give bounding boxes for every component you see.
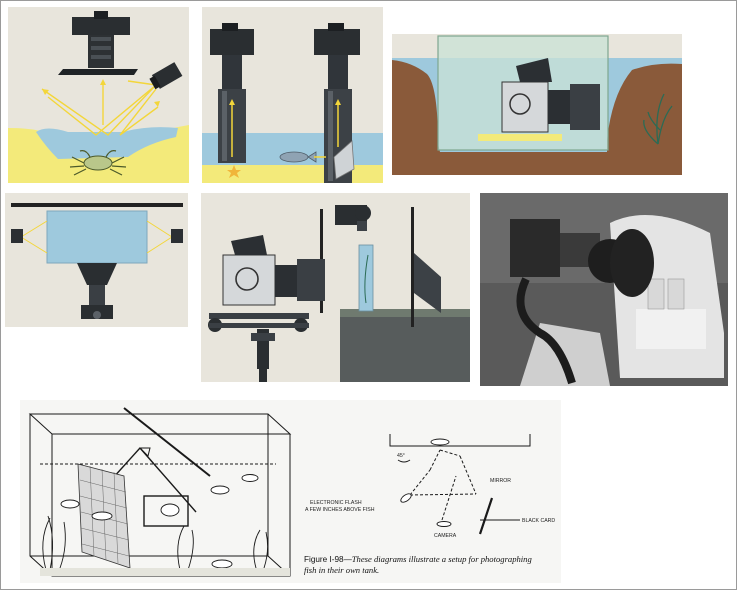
figure-caption-line2: fish in their own tank. — [304, 565, 379, 575]
frame-icon — [143, 495, 189, 527]
flash-icon — [400, 493, 412, 503]
starfish-icon — [227, 165, 241, 178]
flash-icon — [171, 229, 183, 243]
fish-tank-diagram: 45° MIRROR ELECTRONIC FLASH A FEW INCHES… — [20, 400, 561, 583]
panel-side-flash-tank — [5, 193, 188, 327]
camera-label: CAMERA — [434, 533, 457, 539]
camera-icon — [72, 11, 130, 68]
plant-icon — [643, 93, 673, 145]
photo-setup-image — [480, 193, 728, 386]
angle-label: 45° — [397, 453, 405, 459]
camera-icon — [510, 219, 654, 297]
panel-aquarium-camera — [392, 34, 682, 175]
flash-icon — [149, 62, 183, 90]
fish-group — [60, 474, 259, 569]
schematic-fish-icon — [430, 438, 450, 446]
panel-rail-camera — [201, 193, 470, 382]
panel-tube-cameras — [202, 7, 383, 183]
flash-position-label: A FEW INCHES ABOVE FISH — [305, 507, 375, 513]
schematic-diagram — [389, 434, 531, 535]
panel-photo-setup — [480, 193, 728, 386]
light-rays — [41, 80, 159, 136]
side-flash-illustration — [5, 193, 188, 327]
camera-icon — [222, 235, 325, 306]
mirror-icon — [333, 140, 355, 180]
flash-icon — [11, 229, 23, 243]
black-card-label: BLACK CARD — [522, 518, 555, 524]
fish-icon — [279, 151, 326, 163]
crab-icon — [69, 150, 127, 176]
figure-caption-line1: Figure I-98—These diagrams illustrate a … — [304, 554, 532, 564]
camera-icon — [501, 58, 600, 133]
panel-fish-tank-diagram: 45° MIRROR ELECTRONIC FLASH A FEW INCHES… — [20, 400, 561, 583]
tripod-icon — [208, 313, 309, 382]
plants-drawing — [42, 515, 269, 571]
figure-caption-text: These diagrams illustrate a setup for ph… — [352, 554, 533, 564]
rail-camera-illustration — [201, 193, 470, 382]
panel-crab-flash — [8, 7, 189, 183]
aquarium-camera-illustration — [392, 34, 682, 175]
camera-lens-icon — [436, 521, 452, 527]
crab-flash-illustration — [8, 7, 189, 183]
flash-label: ELECTRONIC FLASH — [310, 500, 362, 506]
figure-number: Figure I-98— — [304, 555, 353, 564]
tube-cameras-illustration — [202, 7, 383, 183]
flash-icon — [335, 205, 371, 231]
mirror-label: MIRROR — [490, 478, 511, 484]
camera-icon — [77, 263, 117, 319]
